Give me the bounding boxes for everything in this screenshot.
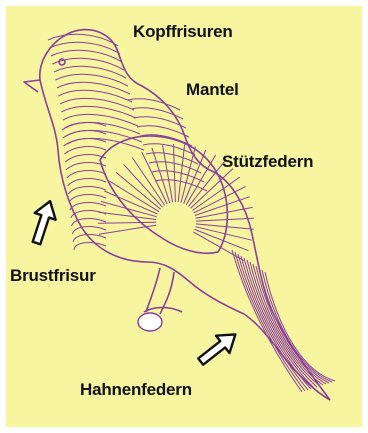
feather-stroke: [68, 187, 106, 194]
label-kopffrisuren: Kopffrisuren: [133, 22, 233, 42]
feather-stroke: [152, 148, 170, 203]
feather-stroke: [99, 225, 156, 234]
label-brustfrisur: Brustfrisur: [10, 266, 96, 286]
feather-stroke: [64, 147, 106, 154]
foot: [138, 313, 162, 331]
up-right-arrow-icon: [192, 328, 244, 368]
feather-stroke: [63, 131, 106, 138]
feather-stroke: [101, 201, 157, 216]
feather-stroke: [68, 138, 145, 150]
beak-outline: [24, 80, 40, 92]
tail-outline: [244, 314, 330, 400]
feather-stroke: [99, 212, 157, 219]
feather-stroke: [64, 139, 106, 146]
feather-stroke: [72, 227, 106, 234]
label-mantel: Mantel: [186, 80, 239, 100]
feather-stroke: [70, 203, 106, 210]
feather-stroke: [174, 144, 176, 202]
leg-outline: [146, 268, 160, 312]
perch-outline: [144, 308, 182, 313]
feather-stroke: [68, 179, 106, 186]
feather-stroke: [98, 222, 156, 223]
up-arrow-icon: [28, 198, 58, 248]
feather-stroke: [196, 218, 254, 221]
feather-stroke: [67, 171, 106, 178]
feather-stroke: [66, 163, 106, 170]
feather-stroke: [69, 195, 106, 202]
label-stuetzfedern: Stützfedern: [222, 152, 313, 172]
feather-stroke: [62, 123, 106, 130]
label-hahnenfedern: Hahnenfedern: [80, 380, 192, 400]
